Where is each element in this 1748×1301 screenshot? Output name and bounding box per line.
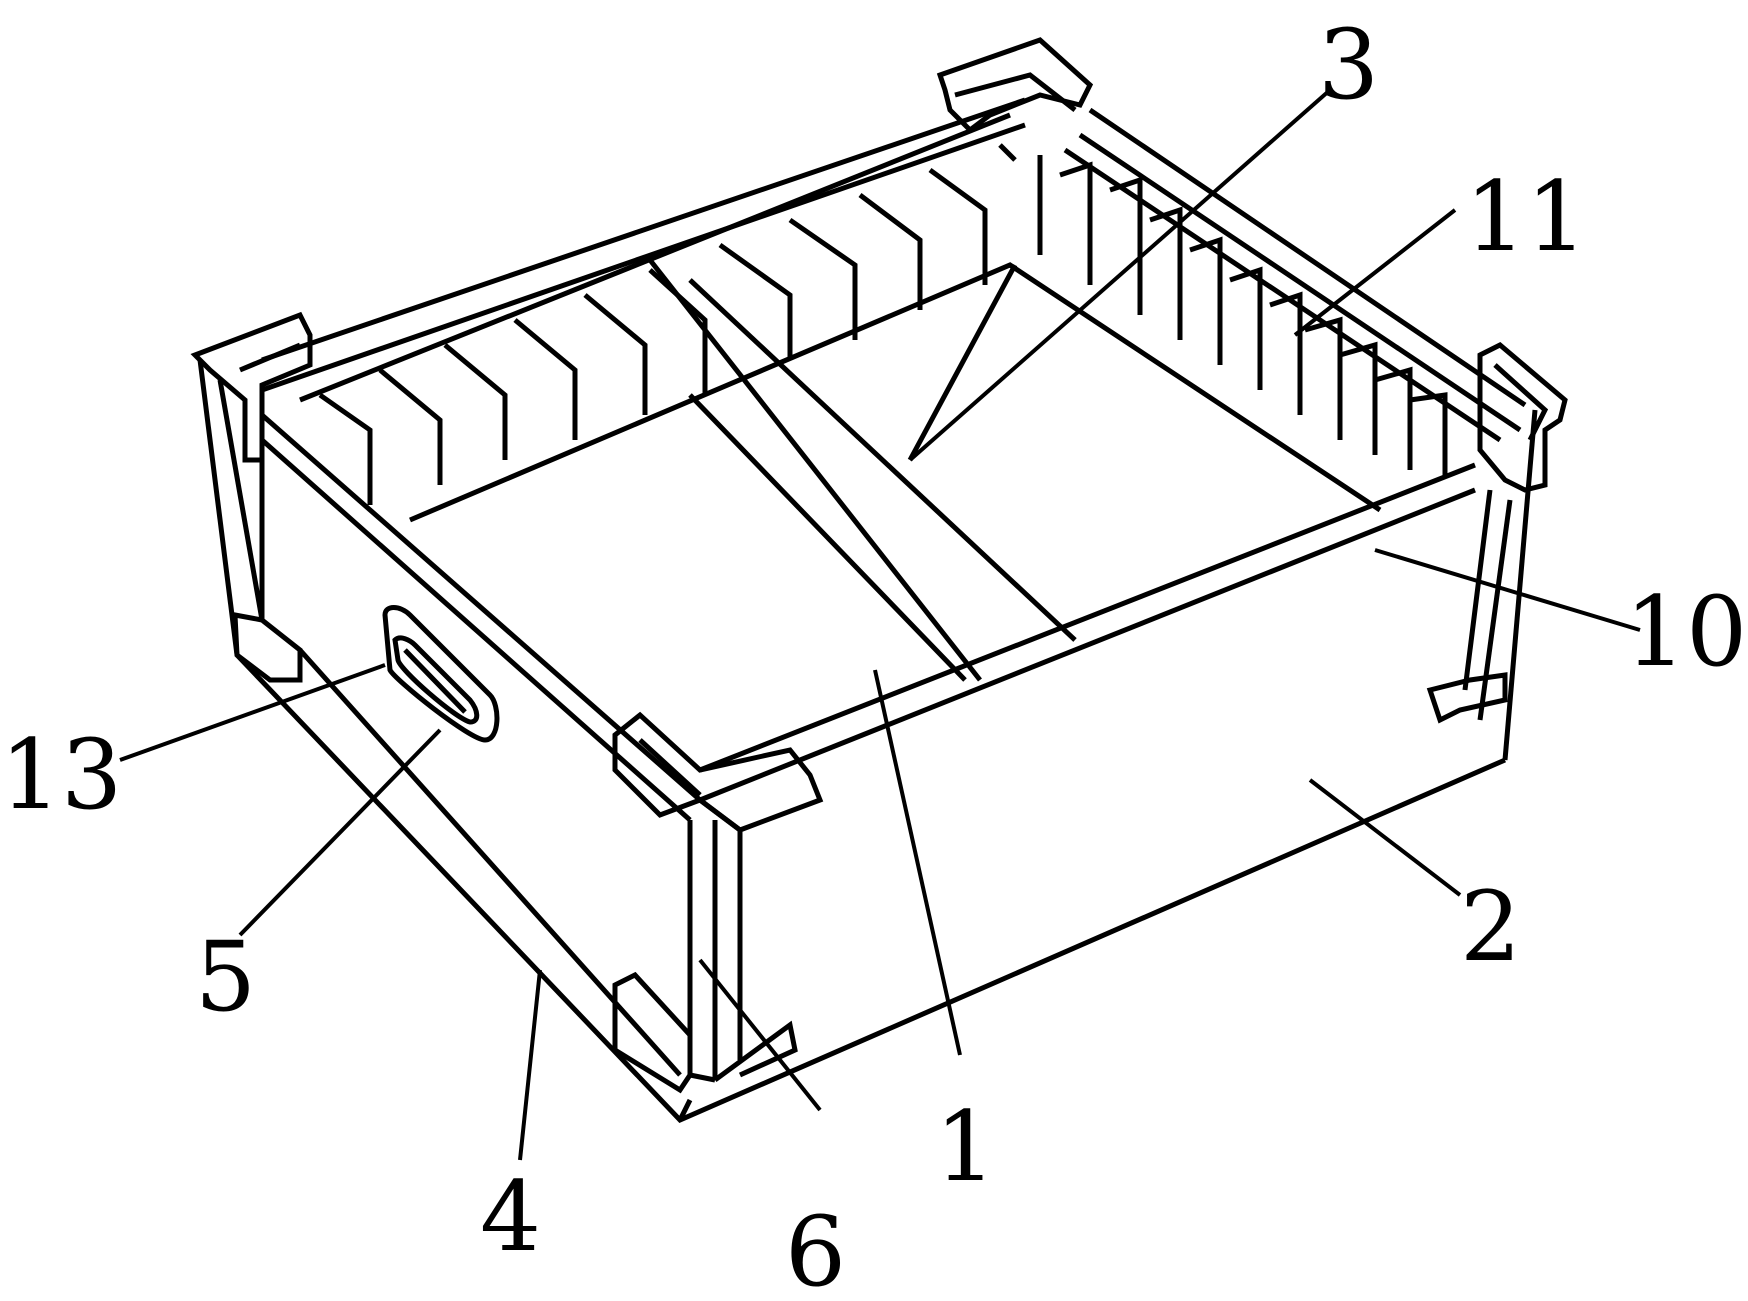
interior: [409, 258, 1382, 682]
label-10: 10: [1625, 576, 1747, 688]
label-11: 11: [1465, 161, 1587, 273]
label-4: 4: [480, 1161, 541, 1273]
leader-lines: [119, 88, 1641, 1161]
handle: [382, 605, 500, 743]
slot-fins-back: [318, 143, 1017, 505]
label-5: 5: [195, 921, 256, 1033]
label-2: 2: [1460, 871, 1521, 983]
slot-fins-right: [1037, 155, 1448, 475]
box-outline: [197, 97, 1538, 1123]
label-1: 1: [935, 1091, 996, 1203]
corner-caps: [190, 37, 1568, 1094]
label-6: 6: [785, 1196, 846, 1296]
reference-labels: 3 11 10 2 1 6 4 5 13: [0, 9, 1747, 1301]
label-13: 13: [0, 719, 122, 831]
label-3: 3: [1318, 9, 1379, 121]
